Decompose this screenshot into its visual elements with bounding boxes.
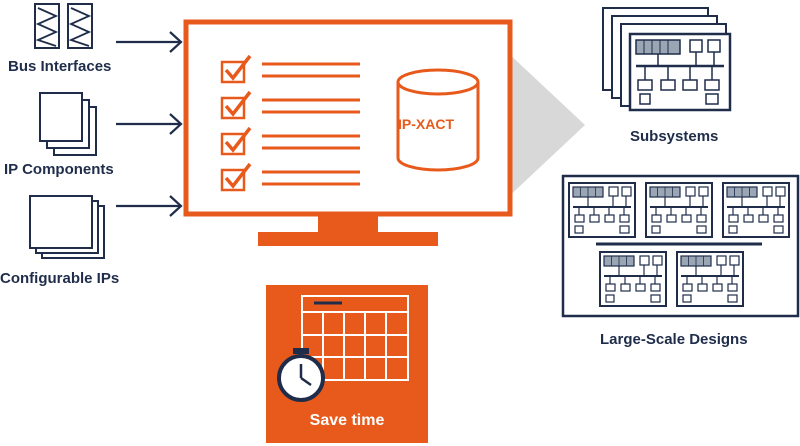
checklist xyxy=(220,54,360,192)
checkbox-checked-icon xyxy=(220,162,252,192)
save-time-label: Save time xyxy=(309,412,385,429)
subsystems-label: Subsystems xyxy=(630,128,719,145)
configurable-ips-icon xyxy=(29,195,105,259)
block-diagram-icon xyxy=(599,251,667,307)
checkbox-checked-icon xyxy=(220,90,252,120)
checklist-lines xyxy=(262,62,360,186)
stopwatch-icon xyxy=(277,348,325,402)
configurable-ips-label: Configurable IPs xyxy=(0,270,120,287)
bus-interfaces-icon xyxy=(34,3,93,49)
block-diagram-icon xyxy=(568,182,636,238)
large-scale-designs-label: Large-Scale Designs xyxy=(600,331,748,348)
block-diagram-icon xyxy=(628,32,732,112)
ip-components-label: IP Components xyxy=(4,161,114,178)
checkbox-checked-icon xyxy=(220,126,252,156)
block-diagram-icon xyxy=(676,251,744,307)
block-diagram-icon xyxy=(645,182,713,238)
subsystems-icon xyxy=(602,7,732,112)
projection-arrow xyxy=(505,50,585,200)
database-label: IP-XACT xyxy=(398,116,454,132)
block-diagram-icon xyxy=(722,182,790,238)
ip-components-icon xyxy=(39,92,97,156)
large-scale-blocks xyxy=(568,182,790,307)
input-arrows xyxy=(116,31,183,217)
database-cylinder-icon xyxy=(396,68,480,172)
bus-interfaces-label: Bus Interfaces xyxy=(8,58,112,75)
checkbox-checked-icon xyxy=(220,54,252,84)
